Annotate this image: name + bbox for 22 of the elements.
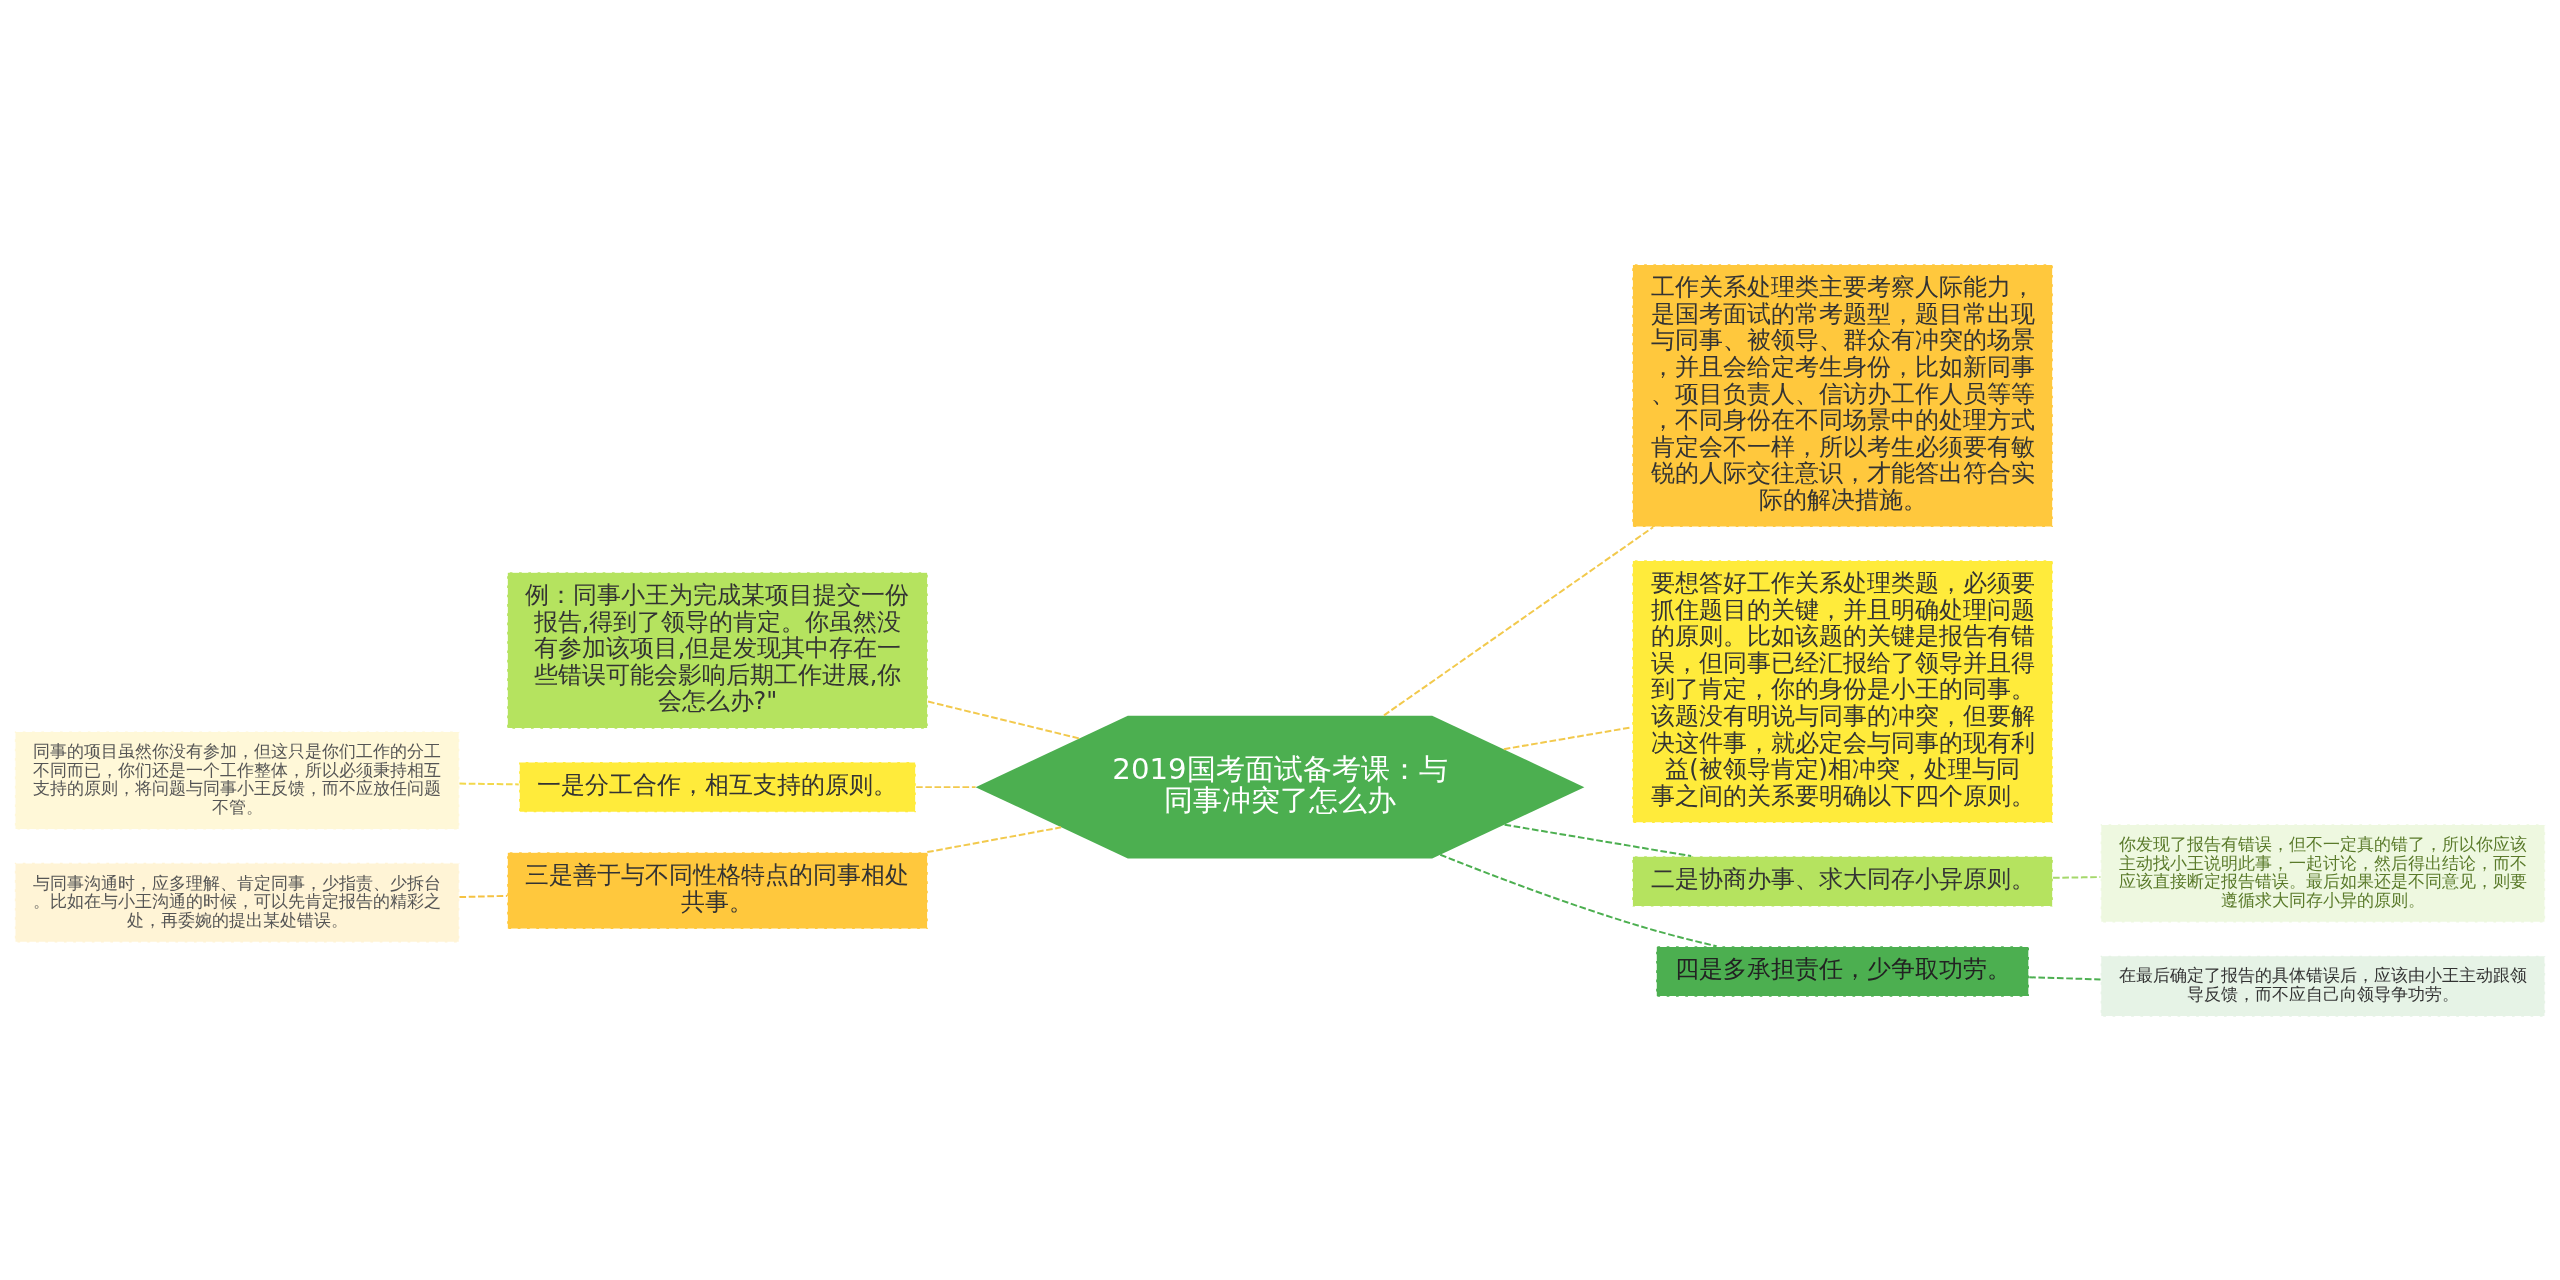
- connector: [2028, 975, 2102, 980]
- connector: [2052, 875, 2102, 879]
- connector: [926, 825, 1063, 853]
- connector: [1502, 725, 1633, 750]
- connector: [1503, 823, 1693, 857]
- node-box: 工作关系处理类主要考察人际能力，是国考面试的常考题型，题目常出现与同事、被领导、群众有冲突的场景，并且会给定考生身份，比如新同事、项目负责人、信访办工作人员等等，不同身份在不同场景中的处理方式肯定会不一样，所以考生必须要有敏锐的人际交往意识，才能答出符合实际的解决措施。: [1631, 263, 2054, 528]
- node-box: 三是善于与不同性格特点的同事相处共事。: [506, 851, 929, 930]
- node-box: 同事的项目虽然你没有参加，但这只是你们工作的分工不同而已，你们还是一个工作整体，所以必须秉持相互支持的原则，将问题与同事小王反馈，而不应放任问题不管。: [14, 730, 461, 830]
- node-box: 一是分工合作，相互支持的原则。: [518, 760, 917, 813]
- node-box: 二是协商办事、求大同存小异原则。: [1631, 854, 2054, 907]
- connector: [458, 782, 520, 785]
- node-box: 你发现了报告有错误，但不一定真的错了，所以你应该主动找小王说明此事，一起讨论，然后得出结论，而不应该直接断定报告错误。最后如果还是不同意见，则要遵循求大同存小异的原则。: [2099, 823, 2546, 923]
- node-box: 四是多承担责任，少争取功劳。: [1655, 945, 2030, 997]
- node-box: 与同事沟通时，应多理解、肯定同事，少指责、少拆台。比如在与小王沟通的时候，可以先肯定报告的精彩之处，再委婉的提出某处错误。: [14, 861, 461, 943]
- connector: [915, 785, 977, 788]
- node-box: 例：同事小王为完成某项目提交一份报告,得到了领导的肯定。你虽然没有参加该项目,但是发现其中存在一些错误可能会影响后期工作进展,你会怎么办?": [506, 571, 929, 729]
- connector: [927, 700, 1080, 739]
- node-box: 要想答好工作关系处理类题，必须要抓住题目的关键，并且明确处理问题的原则。比如该题的关键是报告有错误，但同事已经汇报给了领导并且得到了肯定，你的身份是小王的同事。该题没有明说与同事的冲突，但要解决这件事，就必定会与同事的现有利益(被领导肯定)相冲突，处理与同事之间的关系要明确以下四个原则。: [1631, 559, 2054, 824]
- connector: [1439, 853, 1718, 947]
- node-box: 在最后确定了报告的具体错误后，应该由小王主动跟领导反馈，而不应自己向领导争功劳。: [2099, 954, 2546, 1017]
- connector: [458, 894, 509, 898]
- connector: [1383, 525, 1655, 716]
